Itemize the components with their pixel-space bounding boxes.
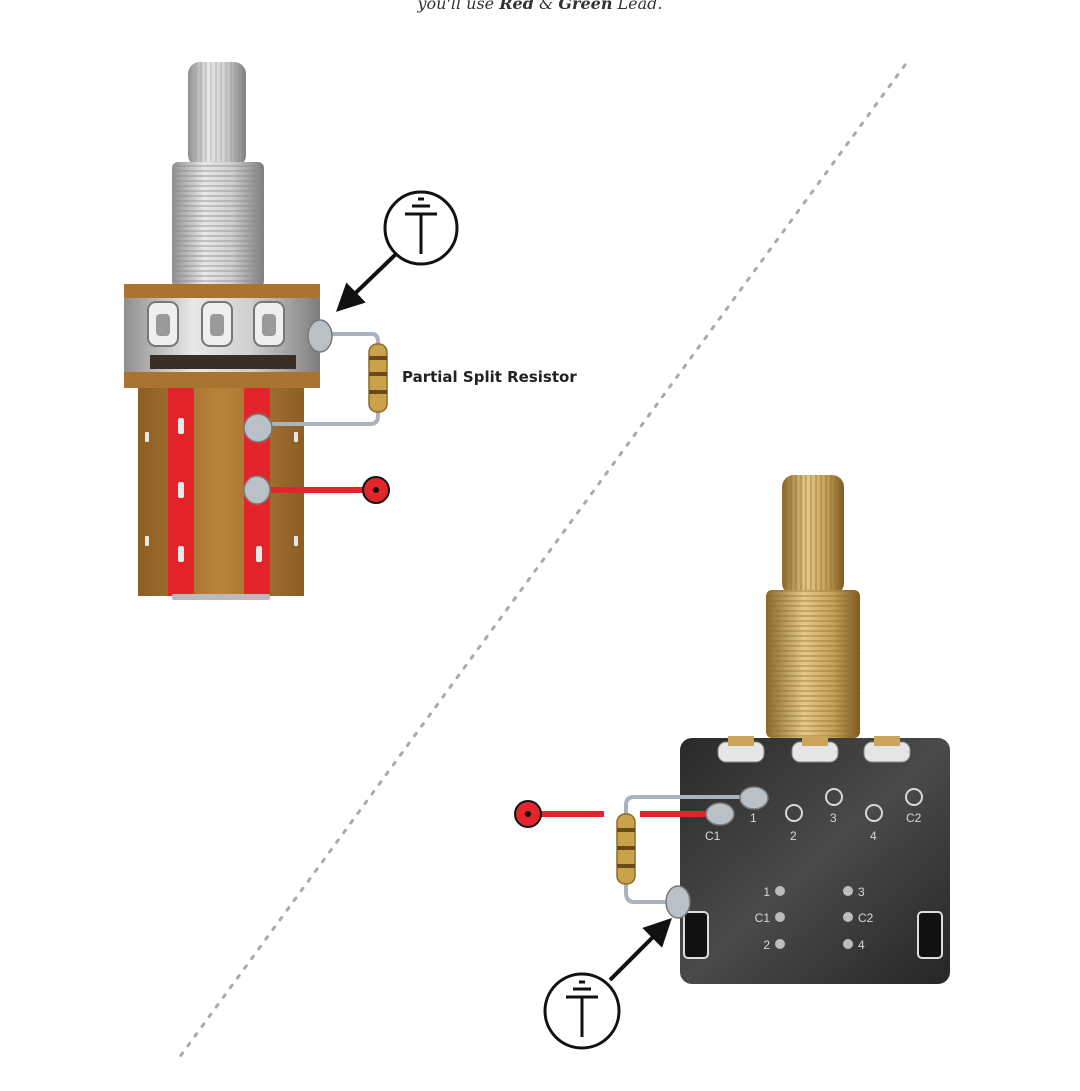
red-lead-pot2 <box>514 800 735 828</box>
pot2-label-4: 4 <box>870 829 877 843</box>
pot2-left-c1: C1 <box>755 911 771 925</box>
partial-split-resistor-1 <box>262 332 388 426</box>
pot1-switch-lugs <box>147 301 285 347</box>
pot1-bushing-thread <box>172 162 264 287</box>
pot2-label-c2: C2 <box>906 811 922 825</box>
solder-joint-ground-pot1 <box>307 319 333 353</box>
pot2-label-c1: C1 <box>705 829 721 843</box>
caption-text: you'll use Red & Green Lead. <box>0 0 1080 13</box>
pot2-right-4: 4 <box>858 938 865 952</box>
ground-symbol-2-icon <box>543 972 621 1050</box>
caption-green-lead: Green <box>558 0 613 13</box>
push-pull-pot <box>124 62 320 600</box>
pot2-label-2: 2 <box>790 829 797 843</box>
caption-suffix: Lead. <box>617 0 663 13</box>
pot2-left-1: 1 <box>763 885 770 899</box>
partial-split-resistor-2 <box>616 795 750 904</box>
solder-joint-ground-pot2 <box>665 885 691 919</box>
pot2-top-lugs <box>717 736 911 763</box>
pot2-clip-left <box>683 911 709 959</box>
pot2-right-3: 3 <box>858 885 865 899</box>
pot2-body <box>680 738 950 984</box>
pot2-label-3: 3 <box>830 811 837 825</box>
pot2-label-1: 1 <box>750 811 757 825</box>
pot1-mid-plate <box>124 372 320 388</box>
pot2-shaft-knurl <box>782 475 844 595</box>
caption-prefix: you'll use <box>417 0 495 13</box>
pot2-right-c2: C2 <box>858 911 874 925</box>
ground-arrow-pot1 <box>335 252 398 312</box>
dotted-divider <box>174 63 907 1064</box>
solder-joint-resistor-pot1 <box>243 413 273 443</box>
pot2-switch-dots <box>775 886 853 949</box>
partial-split-resistor-label: Partial Split Resistor <box>402 368 577 386</box>
pot1-bottom <box>172 594 270 600</box>
pot2-terminal-labels: C1 1 2 3 4 C2 1 C1 2 3 C2 4 <box>705 811 922 952</box>
pot2-left-2: 2 <box>763 938 770 952</box>
red-lead-pot1 <box>243 475 390 505</box>
pot1-top-plate <box>124 284 320 300</box>
ground-symbol-icon <box>383 190 459 266</box>
pot2-clip-right <box>917 911 943 959</box>
pot1-body-slots <box>145 418 298 562</box>
pot1-shaft-knurl <box>188 62 246 167</box>
dual-pot <box>680 475 950 984</box>
ground-arrow-pot2 <box>608 918 672 982</box>
pot1-slot <box>150 355 296 369</box>
caption-ampersand: & <box>539 0 554 13</box>
solder-joint-resistor-pot2 <box>739 786 769 810</box>
caption-red-lead: Red <box>499 0 534 13</box>
pot2-bushing-thread <box>766 590 860 738</box>
pot2-top-holes <box>785 788 923 822</box>
